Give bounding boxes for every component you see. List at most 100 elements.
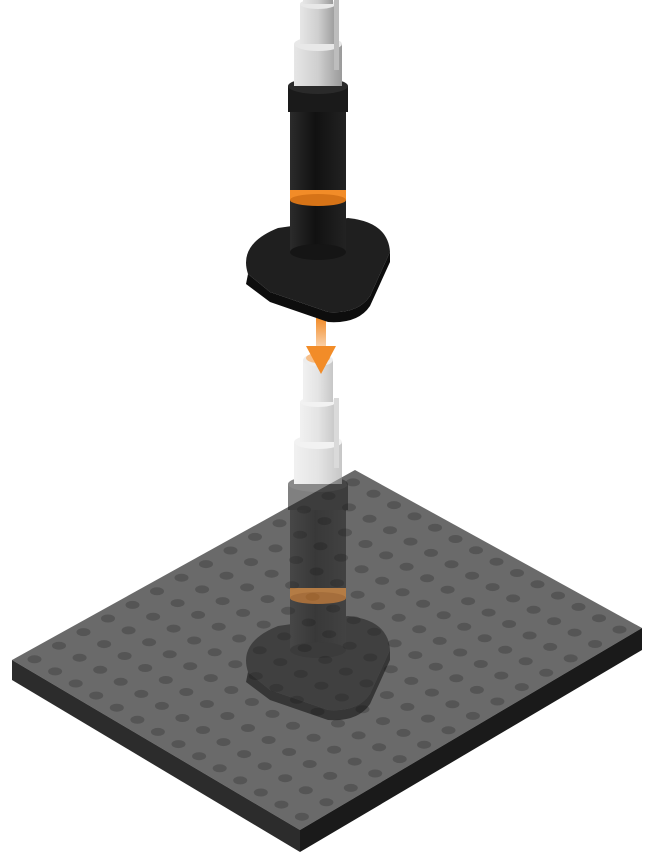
plate-hole: [592, 614, 606, 622]
plate-hole: [183, 662, 197, 670]
plate-hole: [425, 689, 439, 697]
plate-hole: [208, 648, 222, 656]
plate-hole: [442, 726, 456, 734]
plate-hole: [351, 591, 365, 599]
plate-hole: [527, 606, 541, 614]
plate-hole: [130, 716, 144, 724]
plate-hole: [232, 635, 246, 643]
plate-hole: [531, 580, 545, 588]
plate-hole: [233, 776, 247, 784]
plate-hole: [551, 592, 565, 600]
plate-hole: [515, 683, 529, 691]
plate-hole: [28, 655, 42, 663]
plate-hole: [52, 642, 66, 650]
plate-hole: [486, 583, 500, 591]
plate-hole: [327, 746, 341, 754]
clamp-tool-top: [246, 0, 390, 322]
plate-hole: [344, 784, 358, 792]
plate-hole: [200, 700, 214, 708]
plate-hole: [216, 597, 230, 605]
plate-hole: [217, 738, 231, 746]
plate-hole: [461, 597, 475, 605]
plate-hole: [241, 724, 255, 732]
plate-hole: [523, 632, 537, 640]
plate-hole: [73, 654, 87, 662]
plate-hole: [372, 743, 386, 751]
plate-hole: [429, 663, 443, 671]
plate-hole: [355, 565, 369, 573]
plate-hole: [134, 690, 148, 698]
plate-hole: [371, 602, 385, 610]
plate-hole: [494, 672, 508, 680]
plate-hole: [420, 574, 434, 582]
plate-hole: [282, 748, 296, 756]
plate-hole: [449, 674, 463, 682]
plate-hole: [114, 678, 128, 686]
plate-hole: [490, 558, 504, 566]
plate-hole: [213, 764, 227, 772]
plate-hole: [295, 813, 309, 821]
plate-hole: [236, 609, 250, 617]
plate-hole: [195, 585, 209, 593]
plate-hole: [397, 729, 411, 737]
plate-hole: [613, 626, 627, 634]
plate-hole: [416, 600, 430, 608]
plate-hole: [433, 637, 447, 645]
plate-hole: [286, 722, 300, 730]
plate-hole: [179, 688, 193, 696]
plate-hole: [69, 680, 83, 688]
plate-hole: [199, 560, 213, 568]
plate-hole: [307, 734, 321, 742]
plate-hole: [299, 786, 313, 794]
plate-hole: [266, 710, 280, 718]
plate-hole: [437, 611, 451, 619]
plate-hole: [506, 594, 520, 602]
plate-hole: [519, 657, 533, 665]
plate-hole: [89, 692, 103, 700]
plate-hole: [254, 789, 268, 797]
plate-hole: [564, 654, 578, 662]
plate-hole: [146, 613, 160, 621]
plate-hole: [367, 490, 381, 498]
plate-hole: [404, 538, 418, 546]
plate-hole: [396, 588, 410, 596]
plate-hole: [400, 563, 414, 571]
plate-hole: [150, 587, 164, 595]
plate-hole: [393, 755, 407, 763]
plate-hole: [568, 629, 582, 637]
plate-hole: [269, 544, 283, 552]
plate-hole: [138, 664, 152, 672]
plate-hole: [171, 599, 185, 607]
plate-hole: [412, 625, 426, 633]
plate-hole: [126, 601, 140, 609]
plate-hole: [457, 623, 471, 631]
plate-hole: [449, 535, 463, 543]
plate-hole: [380, 691, 394, 699]
plate-hole: [363, 515, 377, 523]
plate-hole: [469, 546, 483, 554]
plate-hole: [323, 772, 337, 780]
plate-hole: [359, 540, 373, 548]
plate-hole: [478, 634, 492, 642]
plate-hole: [510, 569, 524, 577]
plate-hole: [368, 770, 382, 778]
plate-hole: [265, 570, 279, 578]
plate-hole: [470, 686, 484, 694]
plate-hole: [224, 686, 238, 694]
plate-hole: [167, 625, 181, 633]
plate-hole: [404, 677, 418, 685]
plate-hole: [248, 533, 262, 541]
plate-hole: [159, 676, 173, 684]
plate-hole: [346, 478, 360, 486]
plate-hole: [261, 595, 275, 603]
plate-hole: [408, 651, 422, 659]
plate-hole: [77, 628, 91, 636]
plate-hole: [388, 639, 402, 647]
plate-hole: [151, 728, 165, 736]
plate-hole: [258, 762, 272, 770]
plate-hole: [375, 577, 389, 585]
plate-hole: [257, 621, 271, 629]
plate-hole: [498, 646, 512, 654]
plate-hole: [278, 774, 292, 782]
